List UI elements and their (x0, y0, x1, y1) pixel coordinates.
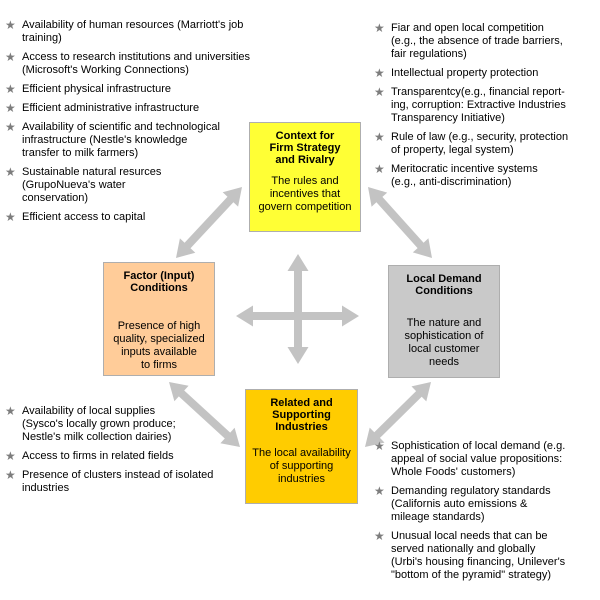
list-item-text: Rule of law (e.g., security, protection … (391, 131, 569, 156)
list-item-text: Access to research institutions and univ… (22, 51, 251, 76)
list-item-text: Demanding regulatory standards (Californ… (391, 485, 551, 523)
list-item: ★ Meritocratic incentive systems (e.g., a… (374, 163, 600, 189)
list-item: ★ Access to firms in related fields (5, 450, 335, 463)
list-related-supporting: ★ Availability of local supplies (Sysco's… (5, 405, 335, 501)
list-item: ★ Sustainable natural resurces (GrupoNuev… (5, 166, 327, 205)
star-icon: ★ (5, 165, 16, 179)
star-icon: ★ (374, 130, 385, 144)
star-icon: ★ (374, 21, 385, 35)
list-item-text: Unusual local needs that can be served n… (391, 530, 566, 581)
star-icon: ★ (374, 85, 385, 99)
star-icon: ★ (374, 66, 385, 80)
list-item: ★ Transparentcy(e.g., financial report- i… (374, 86, 600, 125)
star-icon: ★ (374, 529, 385, 543)
box-title: Local Demand Conditions (406, 273, 482, 297)
box-body: The nature and sophistication of local c… (404, 317, 484, 368)
list-item: ★ Efficient administrative infrastructure (5, 102, 327, 115)
list-item-text: Transparentcy(e.g., financial report- in… (391, 86, 566, 124)
star-icon: ★ (5, 468, 16, 482)
list-item: ★ Efficient physical infrastructure (5, 83, 327, 96)
arrow-strategy-factor (176, 187, 242, 258)
list-item: ★ Sophistication of local demand (e.g. ap… (374, 440, 600, 479)
list-item-text: Presence of clusters instead of isolated… (22, 469, 214, 494)
list-local-demand: ★ Sophistication of local demand (e.g. ap… (374, 440, 600, 588)
list-item: ★ Availability of scientific and technolo… (5, 121, 327, 160)
list-item: ★ Availability of local supplies (Sysco's… (5, 405, 335, 444)
star-icon: ★ (5, 404, 16, 418)
star-icon: ★ (5, 210, 16, 224)
list-item-text: Sophistication of local demand (e.g. app… (391, 440, 566, 478)
arrow-demand-related (365, 382, 431, 447)
box-local-demand-conditions: Local Demand Conditions The nature and s… (388, 265, 500, 378)
star-icon: ★ (5, 449, 16, 463)
star-icon: ★ (5, 101, 16, 115)
star-icon: ★ (374, 162, 385, 176)
list-item: ★ Efficient access to capital (5, 211, 327, 224)
star-icon: ★ (5, 82, 16, 96)
list-item-text: Availability of local supplies (Sysco's … (22, 405, 176, 443)
list-item-text: Efficient physical infrastructure (22, 83, 171, 95)
list-item-text: Meritocratic incentive systems (e.g., an… (391, 163, 538, 188)
list-item-text: Efficient administrative infrastructure (22, 102, 200, 114)
box-body: The rules and incentives that govern com… (258, 175, 352, 213)
list-item: ★ Availability of human resources (Marrio… (5, 19, 327, 45)
list-item-text: Availability of human resources (Marriot… (22, 19, 244, 44)
box-title: Factor (Input) Conditions (123, 270, 195, 294)
list-item-text: Availability of scientific and technolog… (22, 121, 220, 159)
list-item: ★ Demanding regulatory standards (Califor… (374, 485, 600, 524)
list-firm-strategy-rivalry: ★ Fiar and open local competition (e.g., … (374, 22, 600, 195)
list-item-text: Sustainable natural resurces (GrupoNueva… (22, 166, 162, 204)
box-context-firm-strategy-rivalry: Context for Firm Strategy and Rivalry Th… (249, 122, 361, 232)
star-icon: ★ (374, 484, 385, 498)
star-icon: ★ (5, 18, 16, 32)
list-item: ★ Intellectual property protection (374, 67, 600, 80)
list-item: ★ Access to research institutions and uni… (5, 51, 327, 77)
arrow-factor-related (169, 382, 240, 447)
list-item-text: Fiar and open local competition (e.g., t… (391, 22, 563, 60)
list-item-text: Efficient access to capital (22, 211, 146, 223)
box-title: Related and Supporting Industries (270, 397, 333, 433)
list-item: ★ Rule of law (e.g., security, protection… (374, 131, 600, 157)
list-item: ★ Presence of clusters instead of isolate… (5, 469, 335, 495)
box-related-supporting-industries: Related and Supporting Industries The lo… (245, 389, 358, 504)
list-item: ★ Unusual local needs that can be served … (374, 530, 600, 582)
star-icon: ★ (5, 120, 16, 134)
list-item: ★ Fiar and open local competition (e.g., … (374, 22, 600, 61)
box-body: The local availability of supporting ind… (252, 447, 351, 485)
box-factor-input-conditions: Factor (Input) Conditions Presence of hi… (103, 262, 215, 376)
list-item-text: Access to firms in related fields (22, 450, 174, 462)
list-item-text: Intellectual property protection (391, 67, 539, 79)
arrow-strategy-demand (368, 187, 432, 258)
star-icon: ★ (5, 50, 16, 64)
box-title: Context for Firm Strategy and Rivalry (269, 130, 341, 166)
list-factor-conditions: ★ Availability of human resources (Marrio… (5, 19, 327, 230)
box-body: Presence of high quality, specialized in… (113, 320, 205, 371)
arrow-cross-vertical (287, 254, 309, 364)
star-icon: ★ (374, 439, 385, 453)
